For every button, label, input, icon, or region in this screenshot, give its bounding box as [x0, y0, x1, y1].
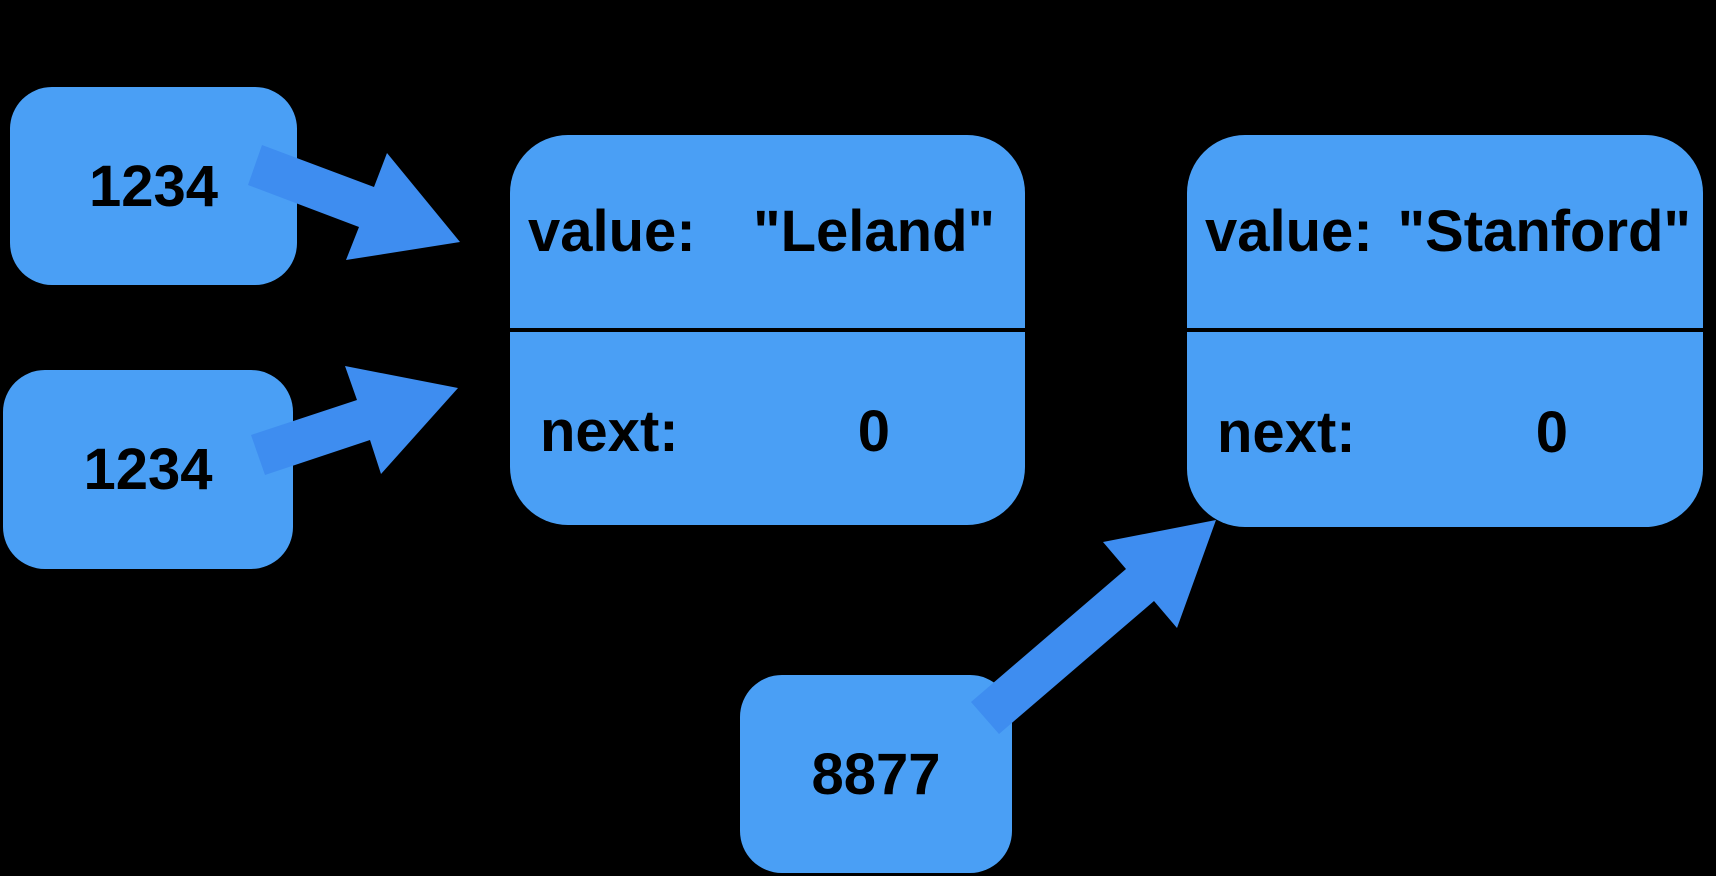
- node-divider: [510, 328, 1025, 332]
- pointer-box-value: 8877: [811, 741, 941, 807]
- field-value: "Leland": [753, 199, 995, 264]
- field-label: value:: [528, 199, 696, 264]
- node-value-row: value: "Leland": [510, 135, 1025, 328]
- node-next-row: next: 0: [510, 332, 1025, 525]
- pointer-box-value: 1234: [88, 153, 219, 219]
- node-next-row: next: 0: [1187, 332, 1703, 527]
- field-value: 0: [857, 399, 890, 464]
- node-divider: [1187, 328, 1703, 332]
- field-value: 0: [1535, 400, 1568, 465]
- field-label: value:: [1205, 199, 1373, 264]
- field-value: "Stanford": [1397, 199, 1691, 264]
- field-label: next:: [540, 399, 679, 464]
- node-value-row: value: "Stanford": [1187, 135, 1703, 328]
- pointer-box-1234-top: 1234: [10, 87, 297, 285]
- node-stanford: value: "Stanford" next: 0: [1187, 135, 1703, 527]
- pointer-box-value: 1234: [83, 437, 213, 502]
- node-leland: value: "Leland" next: 0: [510, 135, 1025, 525]
- field-label: next:: [1217, 400, 1356, 465]
- pointer-box-1234-bottom: 1234: [3, 370, 293, 569]
- pointer-box-8877: 8877: [740, 675, 1012, 873]
